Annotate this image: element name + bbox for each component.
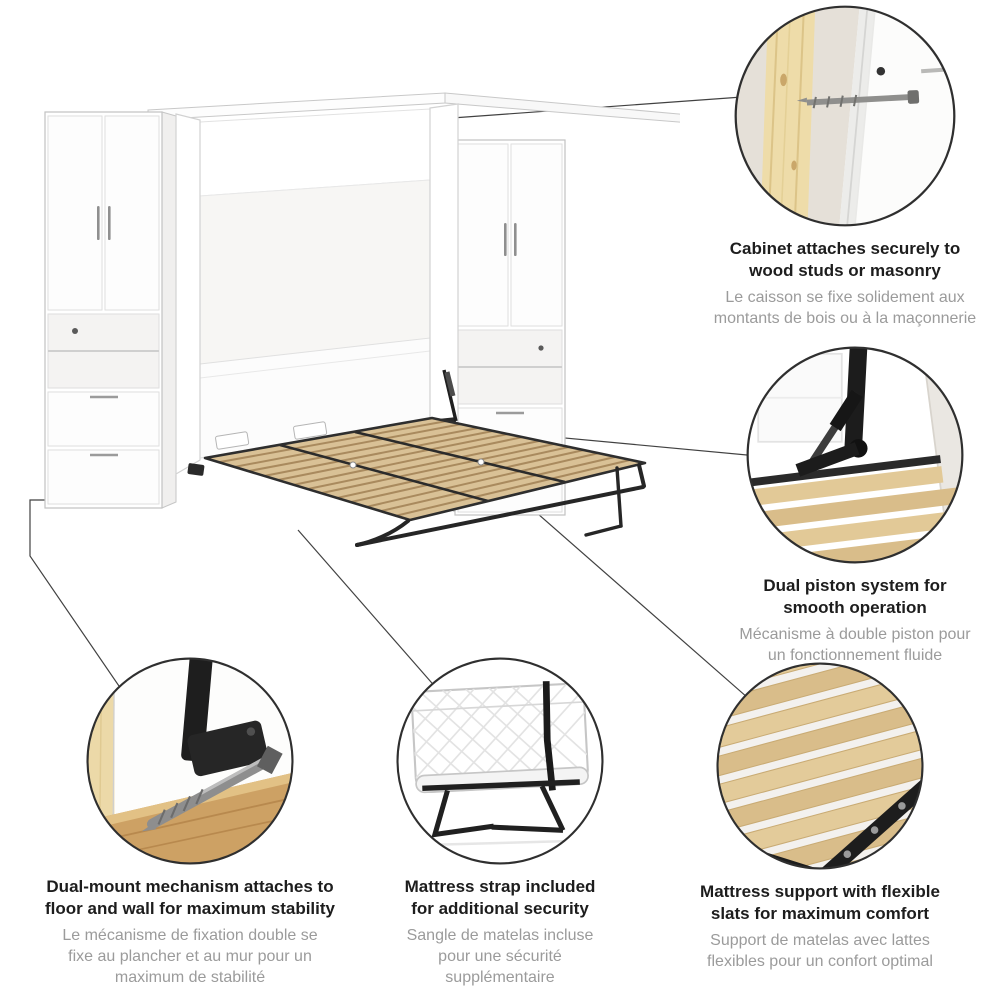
flexible-slats-photo	[715, 661, 925, 871]
left-storage-cabinet	[44, 111, 177, 509]
feature-title: Dual piston system for smooth operation	[763, 576, 947, 618]
connector-cabinet-attachment	[451, 94, 771, 119]
feature-subtitle: Mécanisme à double piston pour un foncti…	[739, 626, 971, 665]
feature-title: Dual-mount mechanism attaches to floor a…	[45, 877, 335, 919]
murphy-bed-illustration	[44, 92, 680, 547]
wall-stud-screw-icon	[734, 5, 956, 227]
feature-subtitle: Le mécanisme de fixation double se fixe …	[62, 927, 318, 987]
floor-bolt-icon	[86, 657, 294, 865]
feature-title: Mattress support with flexible slats for…	[700, 882, 940, 924]
feature-dual-mount: Dual-mount mechanism attaches to floor a…	[10, 656, 370, 989]
cabinet-wall-attachment-photo	[733, 4, 957, 228]
floor-mount-photo	[85, 656, 295, 866]
connector-mattress-strap	[297, 529, 453, 707]
mattress-strap-photo	[395, 656, 605, 866]
feature-cabinet-attachment: Cabinet attaches securely to wood studs …	[695, 4, 995, 329]
connector-dual-mount	[29, 499, 133, 706]
wood-slats-icon	[716, 662, 924, 870]
piston-mechanism-icon	[746, 346, 964, 564]
bed-frame-legs	[355, 463, 646, 547]
connector-mattress-support	[496, 477, 765, 713]
murphy-bed-product-image	[20, 88, 680, 558]
feature-title: Mattress strap included for additional s…	[404, 877, 596, 919]
dual-piston-photo	[745, 345, 965, 565]
feature-subtitle: Support de matelas avec lattes flexibles…	[707, 932, 933, 971]
feature-subtitle: Sangle de matelas incluse pour une sécur…	[406, 927, 594, 987]
bed-deck	[203, 416, 647, 522]
bed-cabinet	[175, 103, 459, 476]
mattress-strap-icon	[396, 657, 604, 865]
feature-subtitle: Le caisson se fixe solidement aux montan…	[713, 289, 977, 328]
feature-mattress-strap: Mattress strap included for additional s…	[350, 656, 650, 989]
feature-title: Cabinet attaches securely to wood studs …	[729, 239, 961, 281]
feature-mattress-support: Mattress support with flexible slats for…	[655, 661, 985, 972]
feature-dual-piston: Dual piston system for smooth operation …	[700, 345, 1000, 666]
